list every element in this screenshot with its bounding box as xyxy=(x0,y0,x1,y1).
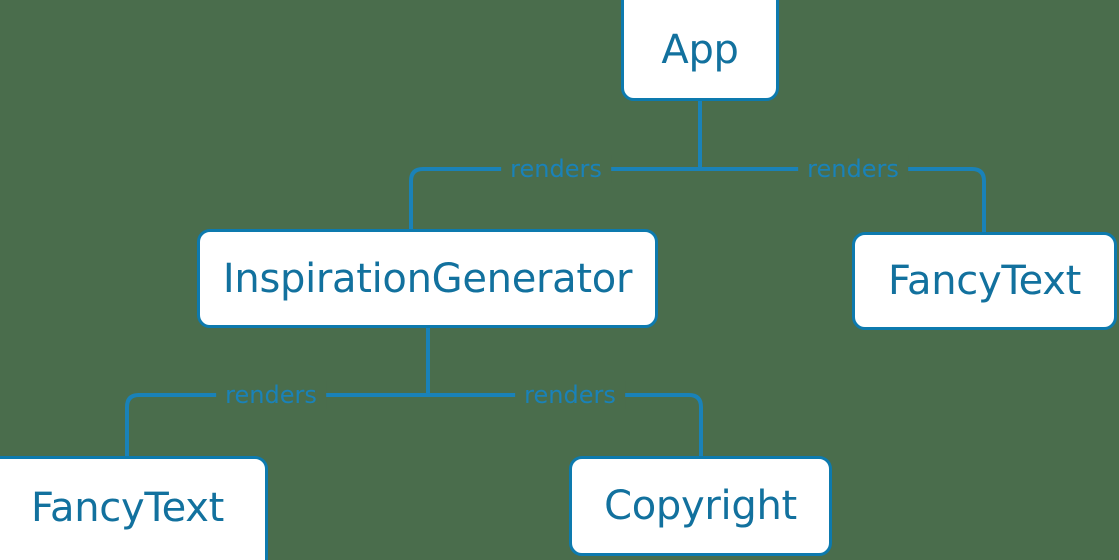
node-app[interactable]: App xyxy=(621,0,779,101)
node-fancytext-right[interactable]: FancyText xyxy=(852,232,1117,330)
node-fancytext-left[interactable]: FancyText xyxy=(0,456,268,560)
node-inspiration-generator-label: InspirationGenerator xyxy=(222,255,633,302)
node-copyright[interactable]: Copyright xyxy=(569,456,832,556)
edge-label-inspiration-fancytext: renders xyxy=(216,381,326,409)
node-fancytext-left-label: FancyText xyxy=(30,484,225,531)
edge-label-inspiration-copyright: renders xyxy=(515,381,625,409)
node-inspiration-generator[interactable]: InspirationGenerator xyxy=(197,229,658,328)
node-fancytext-right-label: FancyText xyxy=(887,258,1082,304)
node-app-label: App xyxy=(661,26,739,73)
node-copyright-label: Copyright xyxy=(604,483,797,529)
edge-label-app-fancytext: renders xyxy=(798,155,908,183)
edge-label-app-inspiration: renders xyxy=(501,155,611,183)
